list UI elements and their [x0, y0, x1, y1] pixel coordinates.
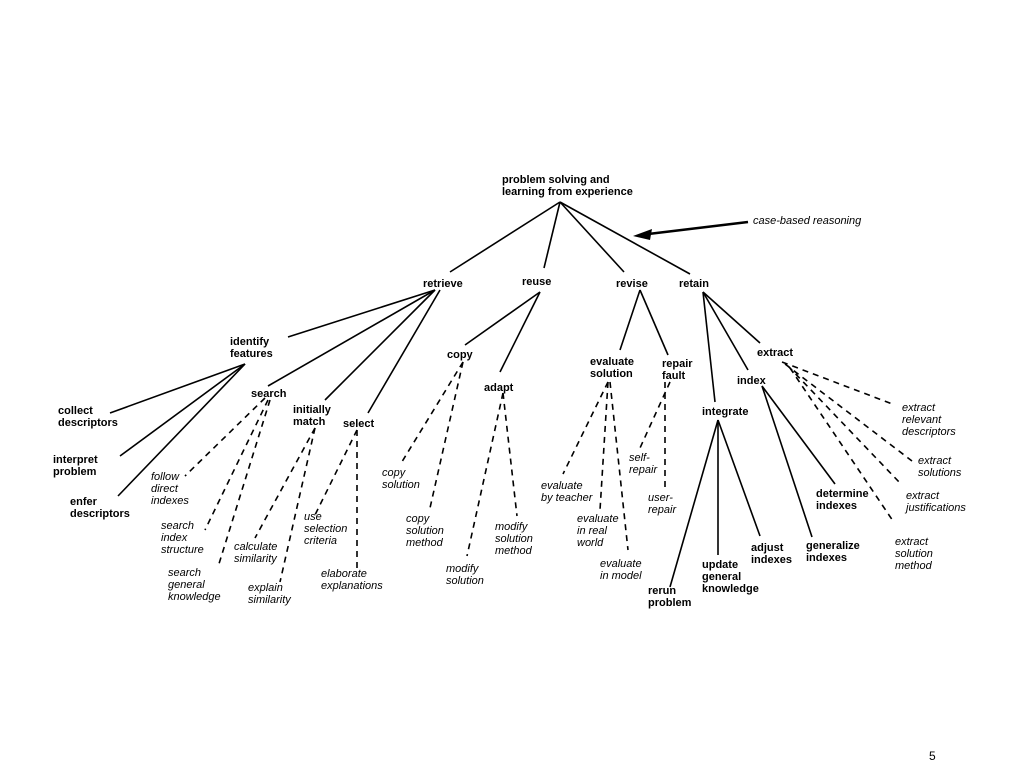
edge-root-revise — [559, 201, 625, 273]
method-search-index-structure: search index structure — [161, 520, 204, 556]
method-user-repair: user- repair — [648, 492, 677, 516]
edge-integrate-rerun — [669, 419, 719, 588]
task-extract: extract — [757, 347, 794, 359]
edge-index-determine — [761, 385, 836, 485]
method-copy-solution: copy solution — [382, 467, 420, 491]
edge-retain-index — [702, 291, 749, 371]
task-rerun-problem: rerun problem — [648, 585, 692, 609]
task-adapt: adapt — [484, 382, 514, 394]
method-evaluate-in-model: evaluate in model — [600, 558, 642, 582]
method-extract-justifications: extract justifications — [906, 490, 966, 514]
method-modify-solution: modify solution — [446, 563, 484, 587]
method-evaluate-by-teacher: evaluate by teacher — [541, 480, 593, 504]
method-extract-solution-method: extract solution method — [895, 536, 933, 572]
task-integrate: integrate — [702, 406, 749, 418]
annotation-arrow — [639, 220, 749, 237]
page-number: 5 — [929, 749, 936, 763]
edge-match-calc — [254, 427, 316, 539]
task-infer-descriptors: enfer descriptors — [70, 496, 130, 520]
edge-retain-extract — [702, 291, 761, 344]
task-determine-indexes: determine indexes — [816, 488, 869, 512]
task-retain: retain — [679, 278, 709, 290]
edge-reuse-copy — [464, 291, 541, 346]
method-extract-solutions: extract solutions — [918, 455, 962, 479]
task-reuse: reuse — [522, 276, 552, 288]
edge-match-explain — [279, 427, 316, 583]
method-calculate-similarity: calculate similarity — [234, 541, 278, 565]
edge-extract-solutions — [784, 363, 913, 462]
edge-extract-justifications — [787, 365, 901, 484]
task-search: search — [251, 388, 287, 400]
edge-search-general — [217, 399, 271, 568]
task-retrieve: retrieve — [423, 278, 463, 290]
task-identify-features: identify features — [230, 336, 273, 360]
edge-index-generalize — [761, 385, 813, 538]
edge-root-retrieve — [449, 201, 561, 273]
root-node-label: problem solving and learning from experi… — [502, 174, 633, 198]
edge-search-index — [204, 399, 269, 531]
edge-copy-method — [429, 361, 464, 509]
method-copy-solution-method: copy solution method — [406, 513, 444, 549]
edge-eval-teacher — [562, 381, 609, 475]
case-based-reasoning-label: case-based reasoning — [753, 215, 862, 227]
task-adjust-indexes: adjust indexes — [751, 542, 792, 566]
method-self-repair: self- repair — [629, 452, 658, 476]
edge-root-retain — [559, 201, 691, 275]
edge-search-follow — [184, 397, 266, 477]
edge-adapt-modify-method — [502, 392, 518, 517]
edge-reuse-adapt — [499, 291, 541, 373]
task-initially-match: initially match — [293, 404, 331, 428]
task-select: select — [343, 418, 375, 430]
edge-copy-solution — [399, 361, 464, 466]
edge-identify-infer — [117, 363, 246, 497]
method-evaluate-in-real-world: evaluate in real world — [577, 513, 619, 549]
edge-root-reuse — [543, 201, 561, 269]
edge-retrieve-identify — [287, 289, 436, 338]
task-revise: revise — [616, 278, 648, 290]
edge-identify-collect — [109, 363, 246, 414]
edge-retrieve-select — [367, 289, 441, 414]
edge-retrieve-match — [324, 289, 436, 401]
edge-adapt-modify — [466, 392, 504, 557]
method-search-general-knowledge: search general knowledge — [168, 567, 221, 603]
task-evaluate-solution: evaluate solution — [590, 356, 635, 380]
edge-select-criteria — [314, 429, 358, 516]
edge-integrate-adjust — [717, 419, 761, 537]
edge-retrieve-search — [267, 289, 436, 387]
edge-revise-evaluate — [619, 289, 641, 351]
method-use-selection-criteria: use selection criteria — [304, 511, 348, 547]
task-collect-descriptors: collect descriptors — [58, 405, 118, 429]
task-copy: copy — [447, 349, 473, 361]
edge-eval-world — [599, 381, 609, 511]
task-repair-fault: repair fault — [662, 358, 693, 382]
edge-extract-method — [789, 367, 894, 522]
method-modify-solution-method: modify solution method — [495, 521, 533, 557]
edge-retain-integrate — [702, 291, 716, 403]
task-index: index — [737, 375, 766, 387]
method-follow-direct-indexes: follow direct indexes — [151, 471, 189, 507]
edge-extract-relevant — [781, 361, 896, 406]
method-elaborate-explanations: elaborate explanations — [321, 568, 383, 592]
annotation-arrowhead — [633, 229, 652, 240]
method-explain-similarity: explain similarity — [248, 582, 291, 606]
task-generalize-indexes: generalize indexes — [806, 540, 860, 564]
method-extract-relevant-descriptors: extract relevant descriptors — [902, 402, 956, 438]
edge-revise-repair — [639, 289, 669, 356]
task-interpret-problem: interpret problem — [53, 454, 98, 478]
task-update-general-knowledge: update general knowledge — [702, 559, 759, 595]
edge-identify-interpret — [119, 363, 246, 457]
